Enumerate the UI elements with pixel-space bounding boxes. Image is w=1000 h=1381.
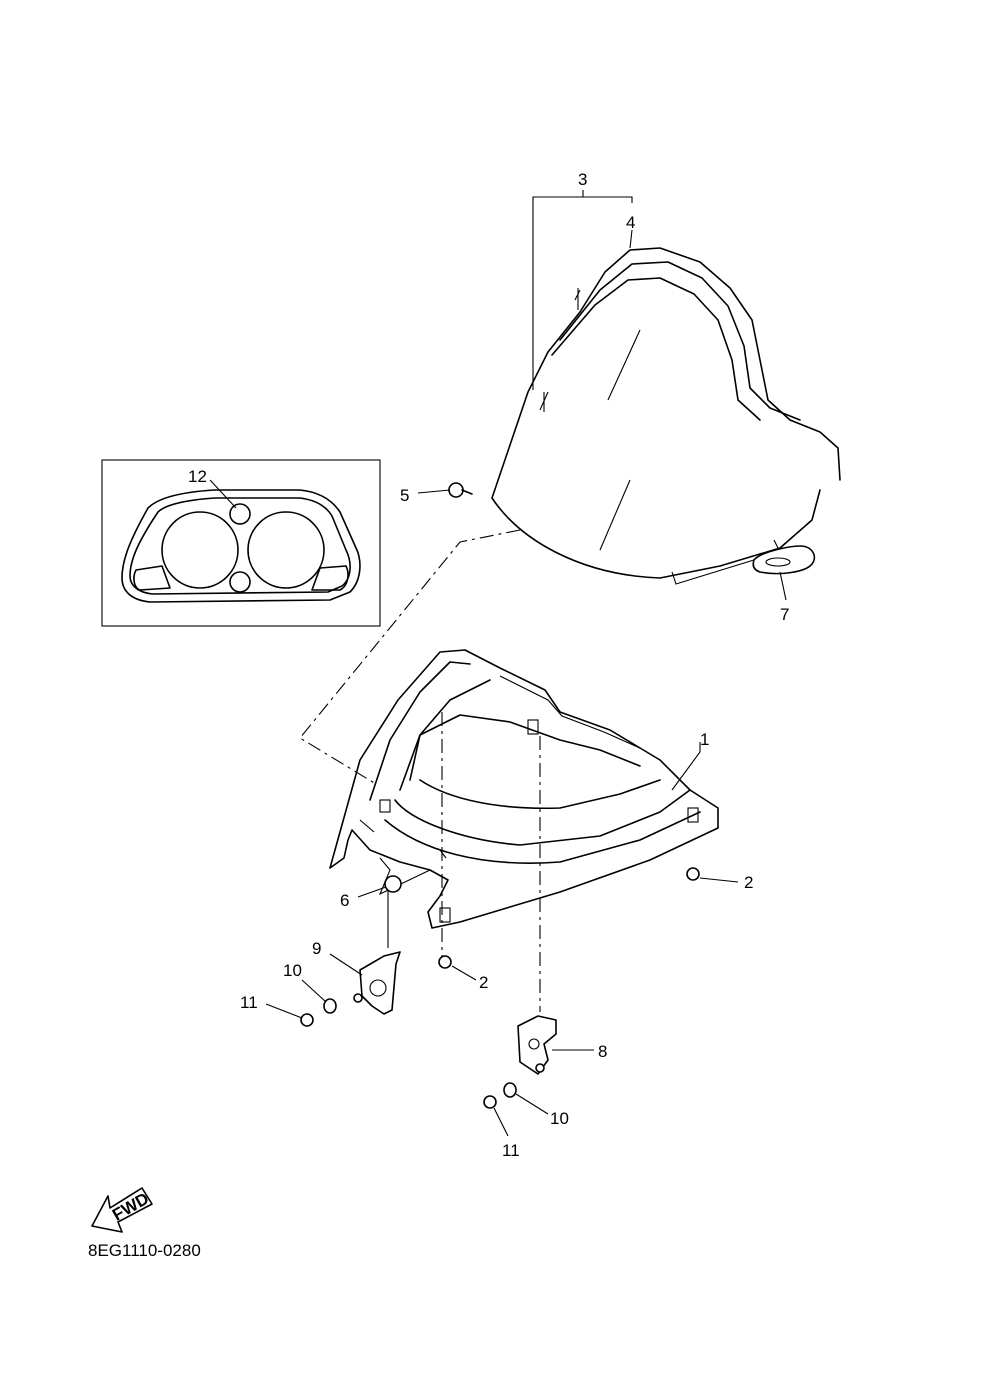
- nut-11-left: [300, 1013, 314, 1027]
- diagram-code: 8EG1110-0280: [88, 1241, 201, 1260]
- part-label-3: 3: [578, 170, 587, 189]
- screw-5: [448, 482, 473, 498]
- washer-10-left: [323, 998, 337, 1014]
- part-label-4: 4: [626, 213, 635, 232]
- stay-9: [353, 951, 401, 1015]
- bolt-6: [384, 875, 402, 893]
- part-label-6: 6: [340, 891, 349, 910]
- part-label-8: 8: [598, 1042, 607, 1061]
- part-label-10a: 10: [283, 961, 302, 980]
- stay-8: [517, 1015, 557, 1075]
- leader-lines: [265, 489, 787, 1137]
- part-label-11a: 11: [240, 993, 258, 1012]
- part-label-10b: 10: [550, 1109, 569, 1128]
- part-label-5: 5: [400, 486, 409, 505]
- screw-2-right: [686, 867, 700, 881]
- cowling: [329, 649, 719, 929]
- bracket-3: [532, 190, 633, 390]
- part-label-11b: 11: [502, 1141, 520, 1160]
- part-label-7: 7: [780, 605, 789, 624]
- part-label-9: 9: [312, 939, 321, 958]
- forward-arrow-icon: FWD: [91, 1187, 153, 1233]
- rubber-7: [752, 545, 816, 575]
- meter-panel-inset: [101, 459, 381, 627]
- windshield: [491, 247, 841, 585]
- washer-10-right: [503, 1082, 517, 1098]
- screw-2-center: [438, 955, 452, 969]
- nut-11-right: [483, 1095, 497, 1109]
- part-label-2a: 2: [744, 873, 753, 892]
- part-label-12: 12: [188, 467, 207, 486]
- part-label-1: 1: [700, 730, 709, 749]
- part-label-2b: 2: [479, 973, 488, 992]
- assembly-lines: [299, 529, 541, 1012]
